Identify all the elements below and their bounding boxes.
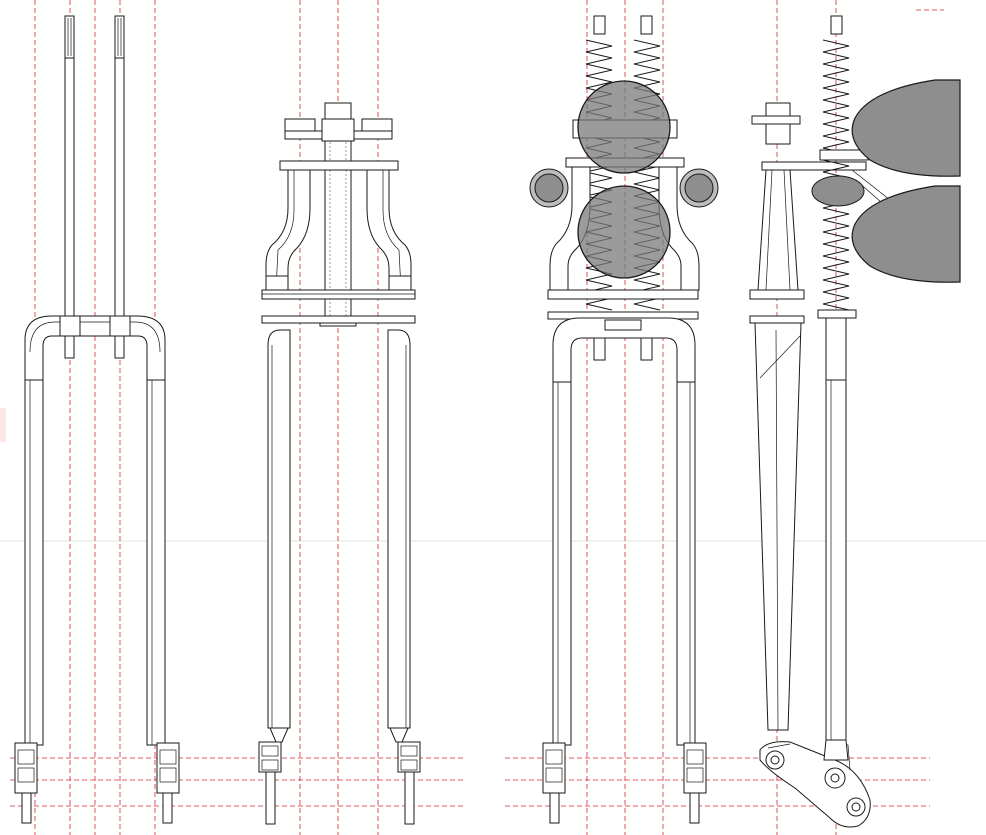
headlamp-upper bbox=[851, 79, 961, 177]
lamp-icon bbox=[529, 168, 719, 208]
dropout-icon bbox=[14, 742, 180, 824]
fork-front-view bbox=[14, 15, 180, 824]
fork-side-view bbox=[749, 15, 961, 828]
headlamp-lower bbox=[851, 185, 961, 283]
side-marker bbox=[0, 408, 6, 442]
fork-assembled-view bbox=[529, 15, 719, 824]
fork-rear-view bbox=[258, 102, 421, 825]
